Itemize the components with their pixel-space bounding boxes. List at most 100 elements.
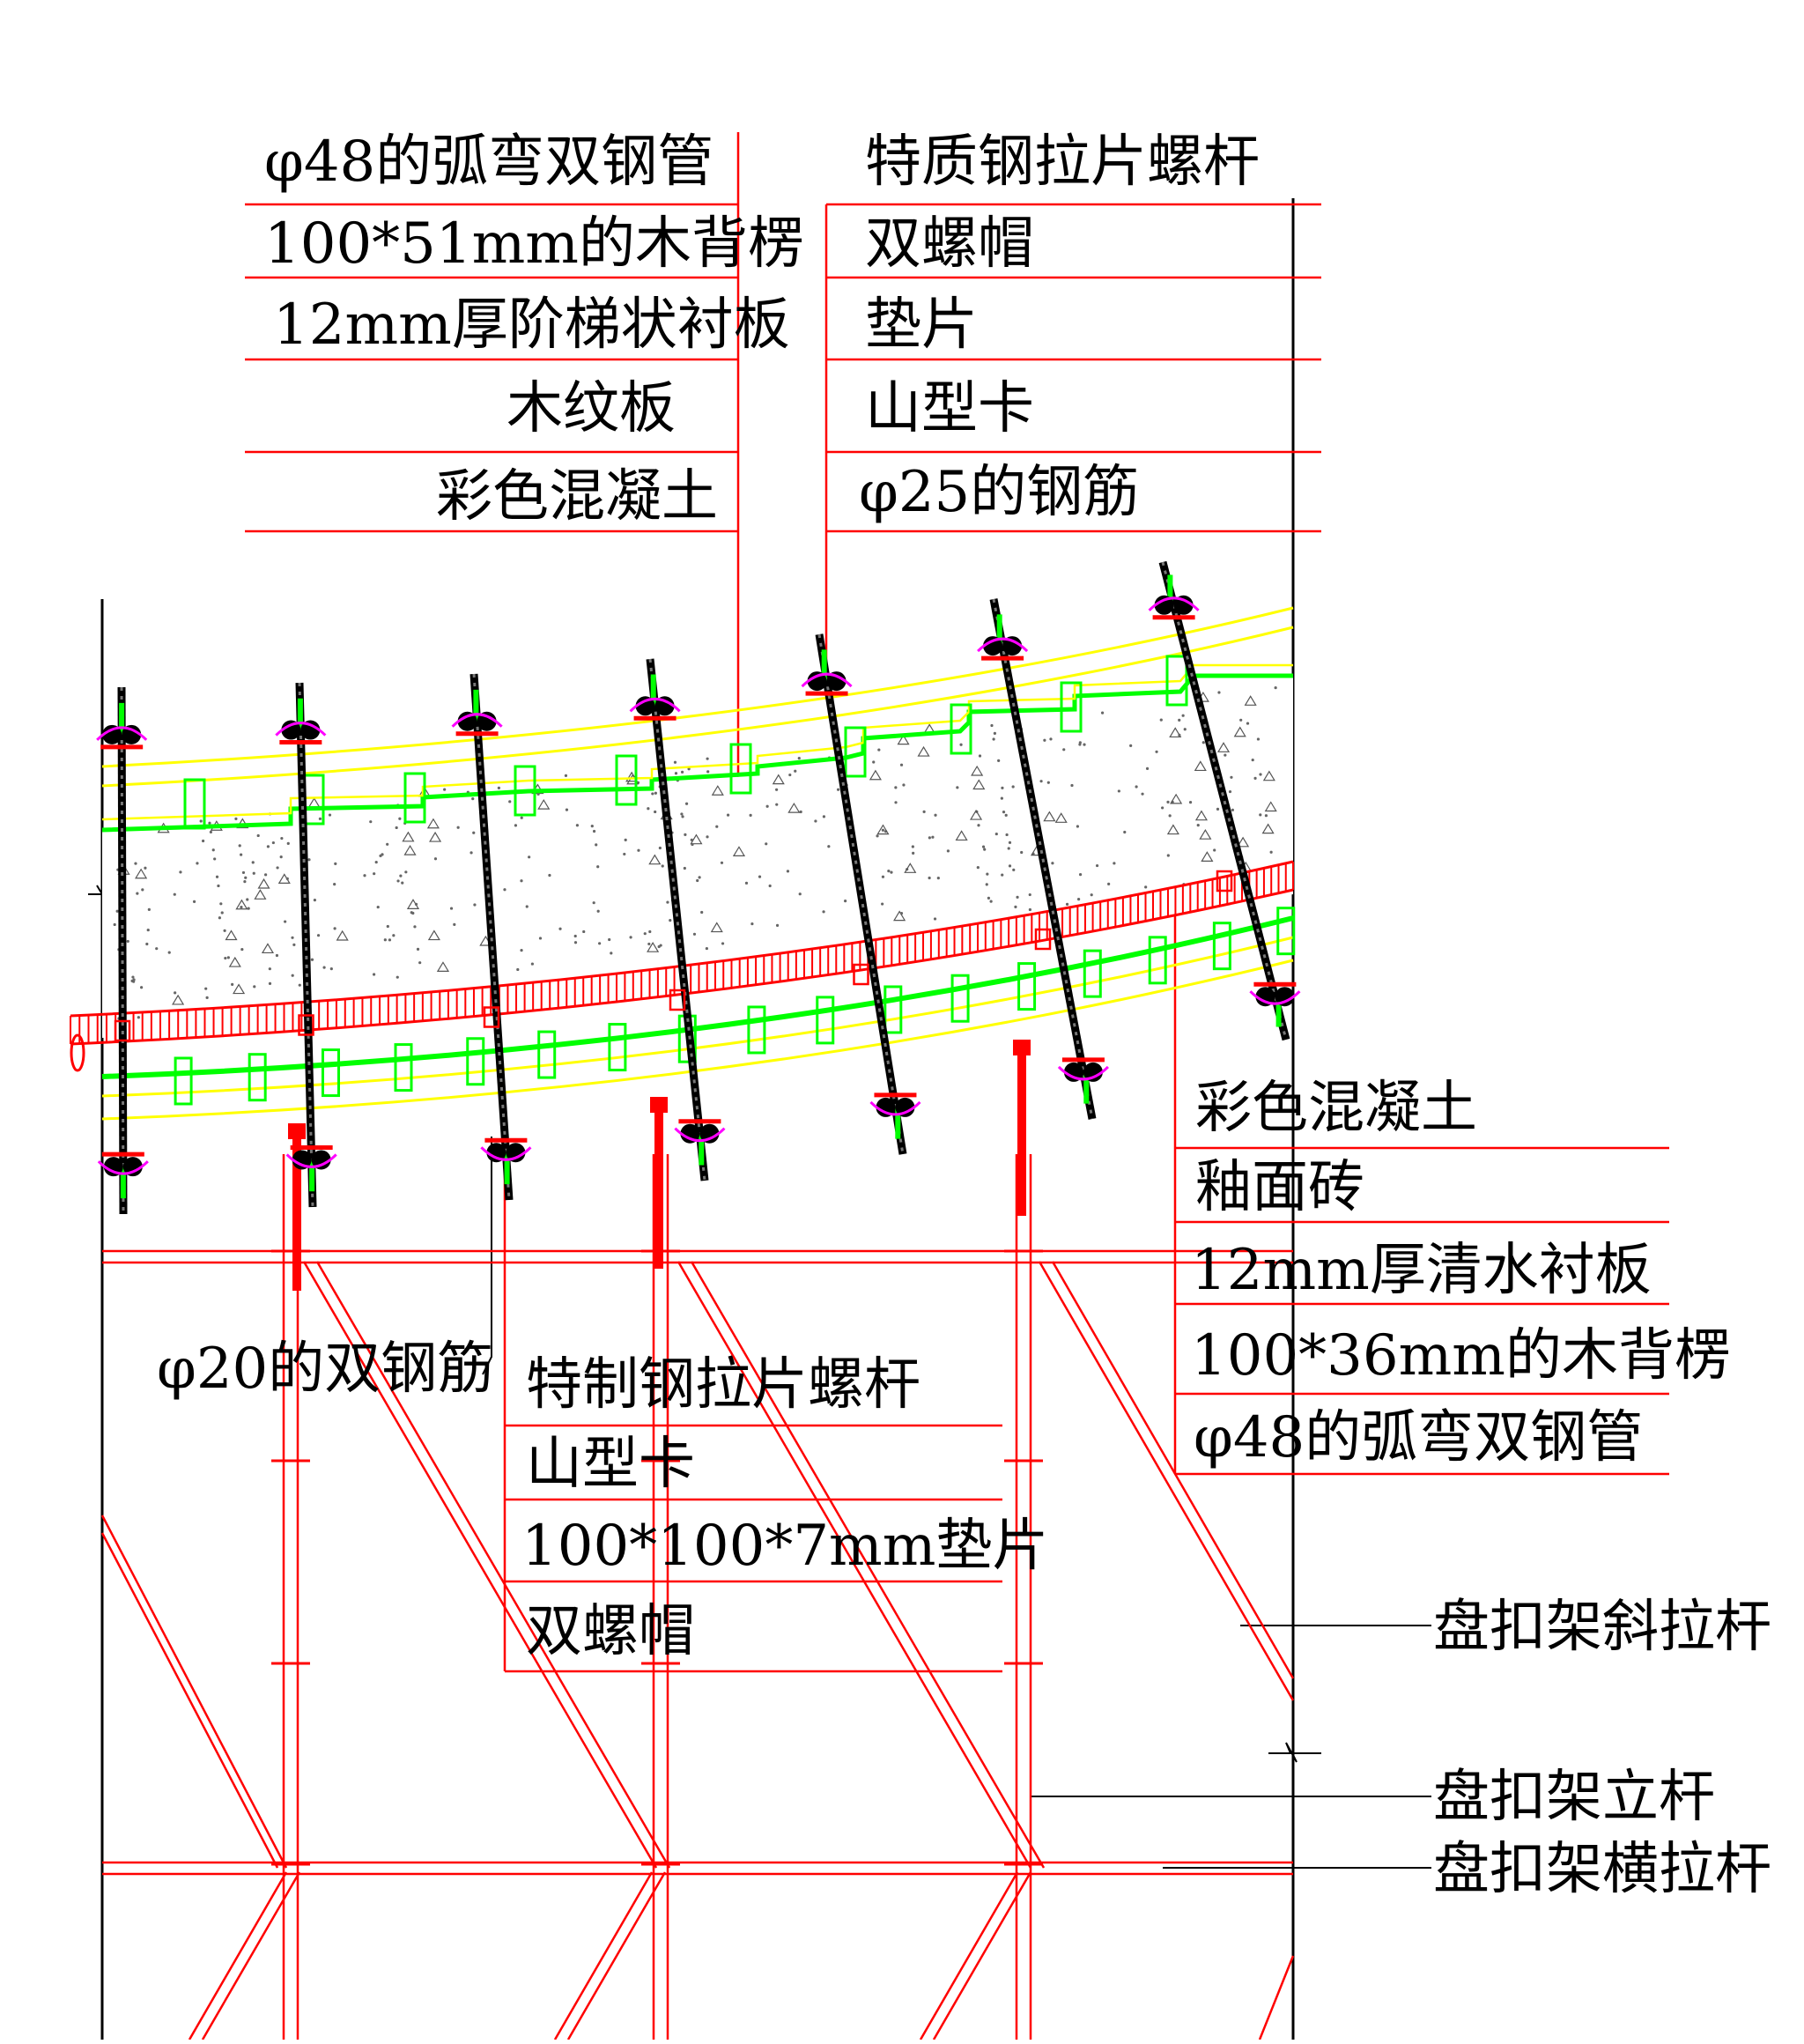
aggregate-mark <box>1170 793 1183 804</box>
aggregate-dot <box>705 946 708 951</box>
aggregate-dot <box>1083 743 1086 746</box>
aggregate-dot <box>684 802 689 805</box>
aggregate-dot <box>307 858 311 862</box>
aggregate-mark <box>537 798 551 810</box>
double-nut <box>1275 987 1295 1007</box>
lower-wood-batten <box>950 974 970 1023</box>
aggregate-mark <box>969 809 983 820</box>
aggregate-dot <box>234 817 238 820</box>
aggregate-dot <box>363 874 366 878</box>
aggregate-dot <box>596 909 600 913</box>
aggregate-dot <box>876 834 879 838</box>
mountain-clip <box>801 672 853 688</box>
scaffold-diagonal-brace <box>1051 1261 1295 1679</box>
aggregate-dot <box>775 788 779 791</box>
aggregate-dot <box>141 888 144 892</box>
aggregate-dot <box>1178 718 1181 722</box>
mountain-clip <box>97 1160 149 1175</box>
aggregate-mark <box>1166 824 1179 835</box>
aggregate-dot <box>386 924 389 929</box>
scaffold-diagonal-brace <box>100 1514 288 1869</box>
aggregate-dot <box>126 939 129 944</box>
top-wood-batten <box>403 772 426 824</box>
aggregate-dot <box>313 899 316 902</box>
aggregate-dot <box>379 854 382 857</box>
scaffold-diagonal-brace <box>566 1871 667 2040</box>
aggregate-dot <box>217 884 220 888</box>
aggregate-dot <box>240 947 244 952</box>
aggregate-mark <box>1261 823 1275 834</box>
aggregate-dot <box>1144 885 1148 889</box>
aggregate-dot <box>610 952 613 955</box>
aggregate-dot <box>799 810 802 814</box>
lower-wood-batten <box>1148 936 1167 985</box>
aggregate-mark <box>710 922 723 933</box>
aggregate-dot <box>333 927 336 930</box>
lower-wood-batten <box>537 1030 557 1079</box>
aggregate-dot <box>1090 893 1093 897</box>
aggregate-dot <box>251 861 255 864</box>
aggregate-dot <box>1117 789 1120 793</box>
bolt-thread <box>992 598 1094 1120</box>
aggregate-dot <box>280 836 284 841</box>
aggregate-dot <box>933 917 937 921</box>
aggregate-dot <box>788 773 792 777</box>
aggregate-mark <box>917 745 930 757</box>
aggregate-dot <box>1259 773 1262 776</box>
label-scaffold-horizontal-bar: 盘扣架横拉杆 <box>1433 1837 1771 1902</box>
bolt-rod <box>815 633 907 1155</box>
label-mountain-clip-lower: 山型卡 <box>526 1432 695 1497</box>
aggregate-dot <box>401 881 404 885</box>
mountain-clip <box>629 697 681 713</box>
aggregate-dot <box>1246 722 1250 725</box>
aggregate-dot <box>669 919 672 922</box>
aggregate-dot <box>683 866 686 870</box>
aggregate-mark <box>648 854 662 865</box>
aggregate-dot <box>894 801 898 804</box>
aggregate-dot <box>328 813 332 817</box>
aggregate-dot <box>1076 825 1080 828</box>
lower-wood-batten <box>394 1043 413 1092</box>
aggregate-dot <box>145 942 149 946</box>
aggregate-dot <box>775 923 780 927</box>
aggregate-dot <box>902 783 906 787</box>
aggregate-dot <box>1078 873 1083 877</box>
rebar-chair <box>1216 870 1233 892</box>
aggregate-dot <box>822 910 825 914</box>
mountain-clip <box>451 713 503 728</box>
double-nut <box>311 1150 331 1170</box>
aggregate-dot <box>329 967 333 971</box>
aggregate-dot <box>1274 686 1277 690</box>
aggregate-dot <box>681 815 684 818</box>
lower-wood-batten <box>816 996 835 1045</box>
aggregate-dot <box>374 860 378 864</box>
aggregate-mark <box>172 994 185 1005</box>
aggregate-dot <box>794 769 797 773</box>
top-wood-batten <box>183 778 206 830</box>
lower-wood-batten <box>1212 922 1231 971</box>
aggregate-dot <box>1012 868 1016 871</box>
double-nut <box>122 1157 143 1177</box>
aggregate-dot <box>1043 738 1046 742</box>
aggregate-dot <box>946 849 950 853</box>
aggregate-dot <box>959 743 963 746</box>
double-nut <box>635 696 655 716</box>
aggregate-dot <box>113 922 116 927</box>
top-wood-batten <box>950 703 972 755</box>
double-nut <box>506 1143 526 1163</box>
aggregate-dot <box>721 942 725 945</box>
mountain-clip <box>285 1153 337 1168</box>
double-nut <box>1173 595 1194 615</box>
aggregate-dot <box>253 985 256 989</box>
aggregate-dot <box>565 808 569 811</box>
aggregate-dot <box>548 873 551 878</box>
aggregate-dot <box>179 870 182 874</box>
aggregate-dot <box>647 807 650 811</box>
aggregate-dot <box>218 916 221 920</box>
aggregate-dot <box>648 929 652 934</box>
aggregate-dot <box>316 934 321 937</box>
lower-wood-batten <box>1276 907 1296 956</box>
label-washer-100x100x7: 100*100*7mm垫片 <box>521 1514 1049 1579</box>
double-nut <box>680 1123 700 1144</box>
aggregate-dot <box>520 948 523 952</box>
